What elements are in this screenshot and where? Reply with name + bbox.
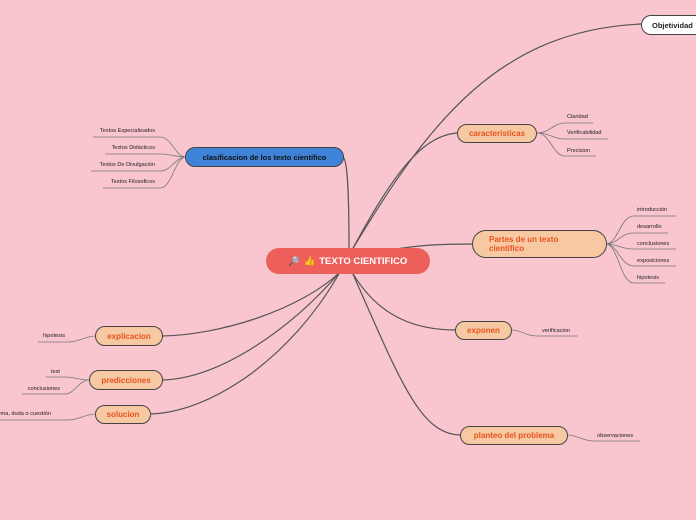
leaf-conclusiones[interactable]: conclusiones <box>637 241 670 247</box>
edge-explicacion <box>161 271 341 337</box>
clasificacion-node[interactable]: clasificacion de los texto cientifico <box>185 147 344 167</box>
explicacion-label: explicacion <box>107 331 151 341</box>
caracteristicas-node[interactable]: características <box>457 124 537 143</box>
leaf-textos-filosoficos[interactable]: Textos Filosoficos <box>110 179 155 185</box>
planteo-label: planteo del problema <box>473 431 555 440</box>
leaf-textos-especializados[interactable]: Textos Especializados <box>99 128 155 134</box>
leaf-verificabilidad[interactable]: Verificabilidad <box>567 130 602 136</box>
exponen-node[interactable]: exponen <box>455 321 512 340</box>
exponen-label: exponen <box>467 326 500 335</box>
objetividad-label: Objetividad <box>652 20 693 30</box>
edge-clasificacion <box>342 156 350 251</box>
caracteristicas-label: características <box>468 129 526 138</box>
planteo-node[interactable]: planteo del problema <box>460 426 568 445</box>
leaf-textos-didacticos[interactable]: Textos Didácticos <box>111 145 155 151</box>
magnifier-icon: 🔎 <box>288 255 301 266</box>
leaf-problema[interactable]: problema, duda o cuestión <box>0 411 51 417</box>
central-topic-label: TEXTO CIENTIFICO <box>319 255 408 267</box>
objetividad-node[interactable]: Objetividad <box>641 15 696 35</box>
thumbs-up-icon: 👍 <box>304 255 316 266</box>
leaf-textos-divulgacion[interactable]: Textos De Divulgación <box>99 162 155 168</box>
clasificacion-label: clasificacion de los texto cientifico <box>202 152 327 162</box>
edge-planteo <box>351 271 462 436</box>
leaf-observaciones[interactable]: observaciones <box>597 433 634 439</box>
edge-objetividad <box>351 23 643 251</box>
leaf-introduccion[interactable]: introducción <box>637 207 668 213</box>
leaf-exposiciones[interactable]: exposiciones <box>637 258 670 264</box>
leaf-hipotesis-partes[interactable]: hipotesis <box>637 275 660 281</box>
partes-label: Partes de un texto cientifico <box>489 235 559 253</box>
partes-node[interactable]: Partes de un texto cientifico <box>472 230 607 258</box>
edge-exponen <box>351 271 457 331</box>
central-topic[interactable]: 🔎 👍 TEXTO CIENTIFICO <box>266 248 430 274</box>
solucion-node[interactable]: solucion <box>95 405 151 424</box>
leaf-desarrollo[interactable]: desarrollo <box>637 224 662 230</box>
edge-solucion <box>150 271 341 415</box>
leaf-conclusiones-predicciones[interactable]: conclusiones <box>27 386 60 392</box>
leaf-verificacion[interactable]: verificacion <box>542 328 570 334</box>
solucion-label: solucion <box>106 410 140 419</box>
predicciones-node[interactable]: predicciones <box>89 370 163 390</box>
predicciones-label: predicciones <box>101 375 151 385</box>
edge-caracteristicas <box>351 132 459 251</box>
explicacion-node[interactable]: explicacion <box>95 326 163 346</box>
leaf-claridad[interactable]: Claridad <box>567 114 588 120</box>
edge-predicciones <box>162 271 341 381</box>
leaf-precision[interactable]: Precision <box>567 148 591 154</box>
leaf-hipotesis-explicacion[interactable]: hipotesis <box>42 333 65 339</box>
leaf-test[interactable]: test <box>50 369 60 375</box>
